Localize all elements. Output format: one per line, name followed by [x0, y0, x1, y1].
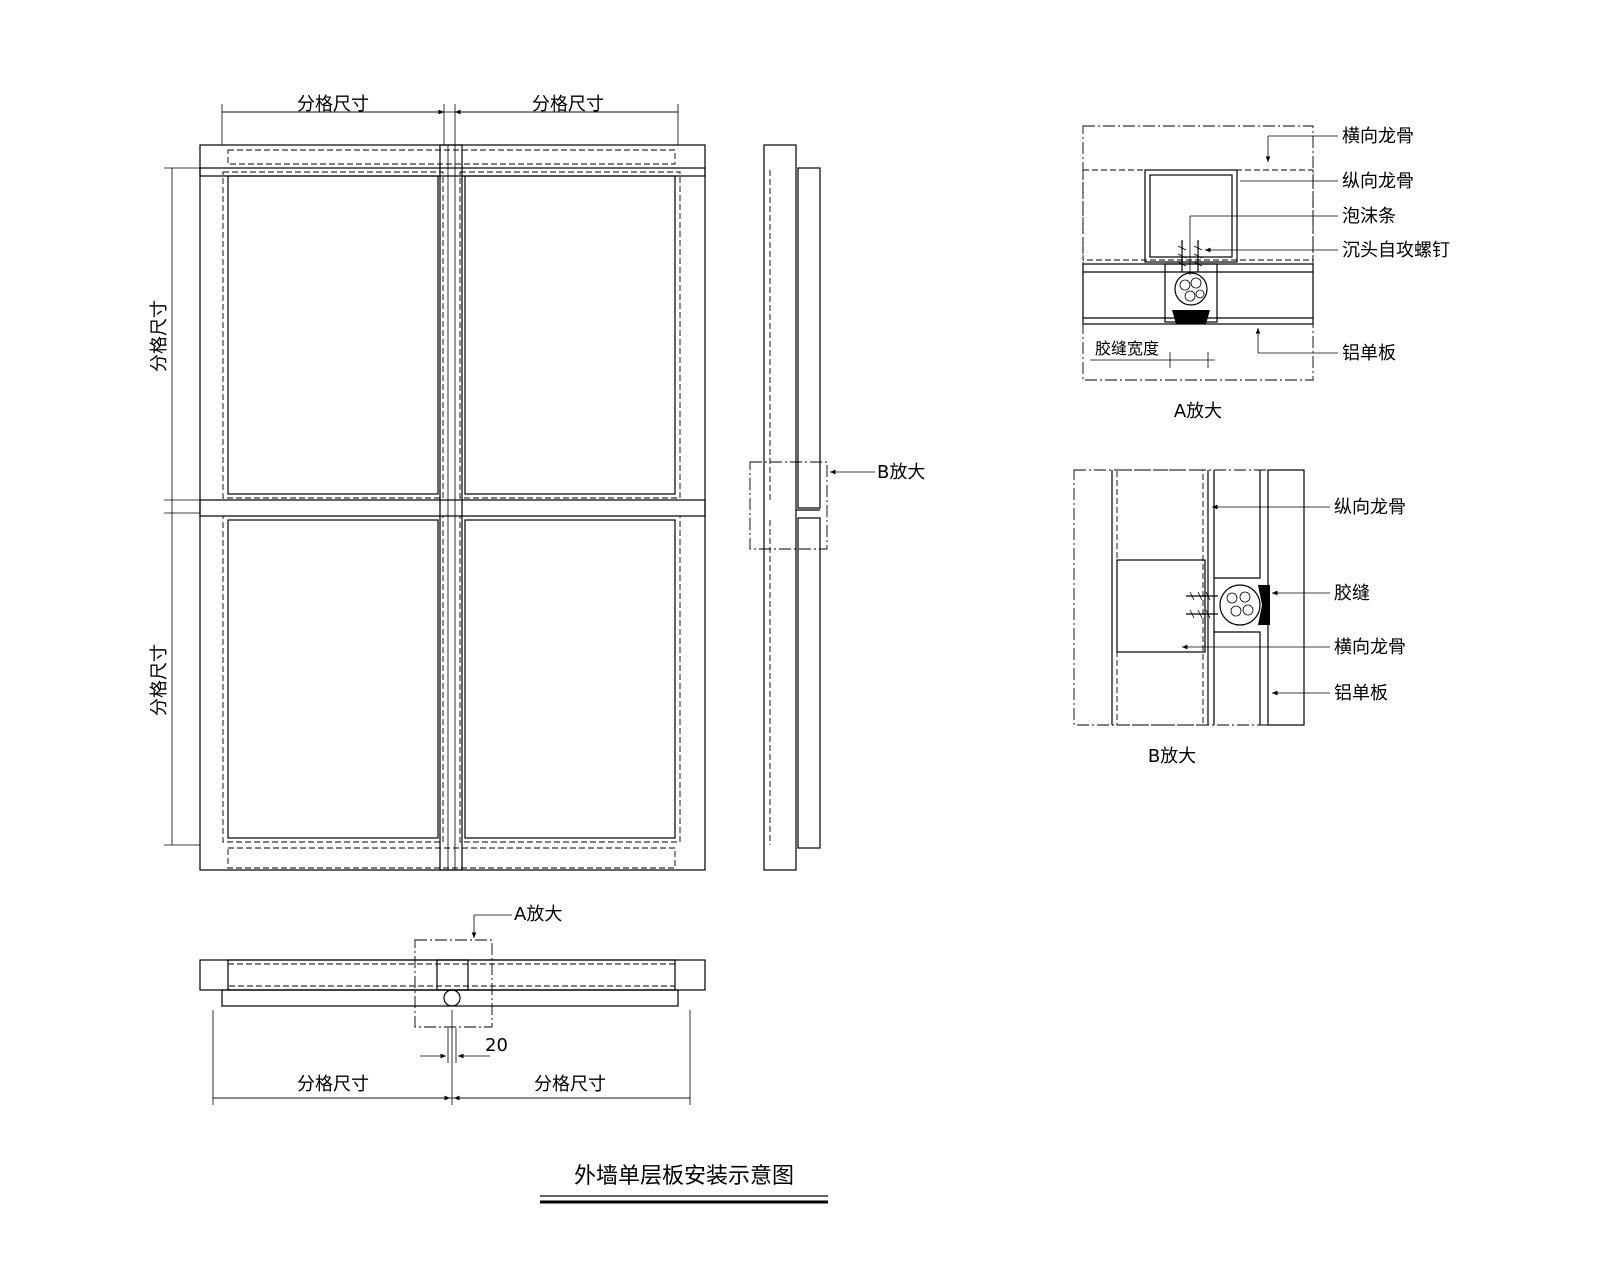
detail-a-joint-width: 胶缝宽度	[1095, 339, 1159, 358]
title-text: 外墙单层板安装示意图	[574, 1164, 794, 1189]
elevation-outline	[199, 144, 706, 871]
detail-a-foam-strip	[1174, 272, 1208, 306]
dim-top-right: 分格尺寸	[532, 94, 604, 115]
dim-bottom-left: 分格尺寸	[297, 1074, 369, 1095]
callout-a-box	[414, 939, 493, 1028]
panel-bottom-right	[459, 515, 681, 843]
side-profile	[763, 144, 797, 871]
detail-b: 纵向龙骨 胶缝 横向龙骨 铝单板 B放大	[1073, 469, 1406, 767]
top-transom	[199, 167, 706, 177]
dim-top-left: 分格尺寸	[297, 94, 369, 115]
detail-a-sealant	[1172, 310, 1210, 324]
detail-a-label-transom: 横向龙骨	[1342, 126, 1414, 147]
detail-a-caption: A放大	[1174, 401, 1222, 422]
plan-outline	[199, 959, 706, 991]
plan-foam-strip	[443, 989, 461, 1007]
detail-a-label-screw: 沉头自攻螺钉	[1342, 240, 1450, 261]
mid-transom	[199, 499, 706, 517]
detail-b-label-joint: 胶缝	[1334, 583, 1370, 604]
detail-a-screw-icon	[1177, 240, 1203, 272]
detail-a-label-mullion: 纵向龙骨	[1342, 171, 1414, 192]
callout-b-label: B放大	[877, 462, 925, 483]
elevation-view: 分格尺寸 分格尺寸 分格尺寸 分格尺寸	[149, 94, 706, 871]
center-mullion	[439, 144, 463, 871]
dim-bottom-right: 分格尺寸	[534, 1074, 606, 1095]
detail-a: 横向龙骨 纵向龙骨 泡沫条 沉头自攻螺钉 铝单板 胶缝宽度 A放大	[1082, 125, 1450, 422]
dim-left-upper: 分格尺寸	[149, 300, 170, 372]
detail-b-foam-strip	[1219, 584, 1261, 626]
panel-bottom-left	[222, 515, 444, 843]
callout-a-label: A放大	[514, 904, 562, 925]
gap-dim: 20	[485, 1035, 508, 1056]
panel-top-left	[222, 171, 444, 499]
panel-top-right	[459, 171, 681, 499]
detail-b-screw-icon	[1186, 591, 1218, 619]
detail-b-label-mullion: 纵向龙骨	[1334, 497, 1406, 518]
detail-a-frame	[1082, 125, 1314, 381]
detail-b-caption: B放大	[1148, 746, 1196, 767]
side-view: B放大	[749, 144, 925, 871]
detail-b-label-transom: 横向龙骨	[1334, 637, 1406, 658]
detail-b-label-panel: 铝单板	[1334, 683, 1388, 704]
dim-left-lower: 分格尺寸	[149, 644, 170, 716]
detail-a-label-panel: 铝单板	[1342, 343, 1396, 364]
detail-b-transom	[1116, 559, 1206, 653]
plan-view: A放大 20 分格尺寸 分格尺寸	[199, 904, 706, 1105]
callout-b-box	[749, 461, 828, 550]
detail-b-sealant	[1258, 585, 1270, 625]
drawing-title: 外墙单层板安装示意图	[540, 1164, 828, 1204]
detail-a-label-foam: 泡沫条	[1342, 206, 1396, 227]
